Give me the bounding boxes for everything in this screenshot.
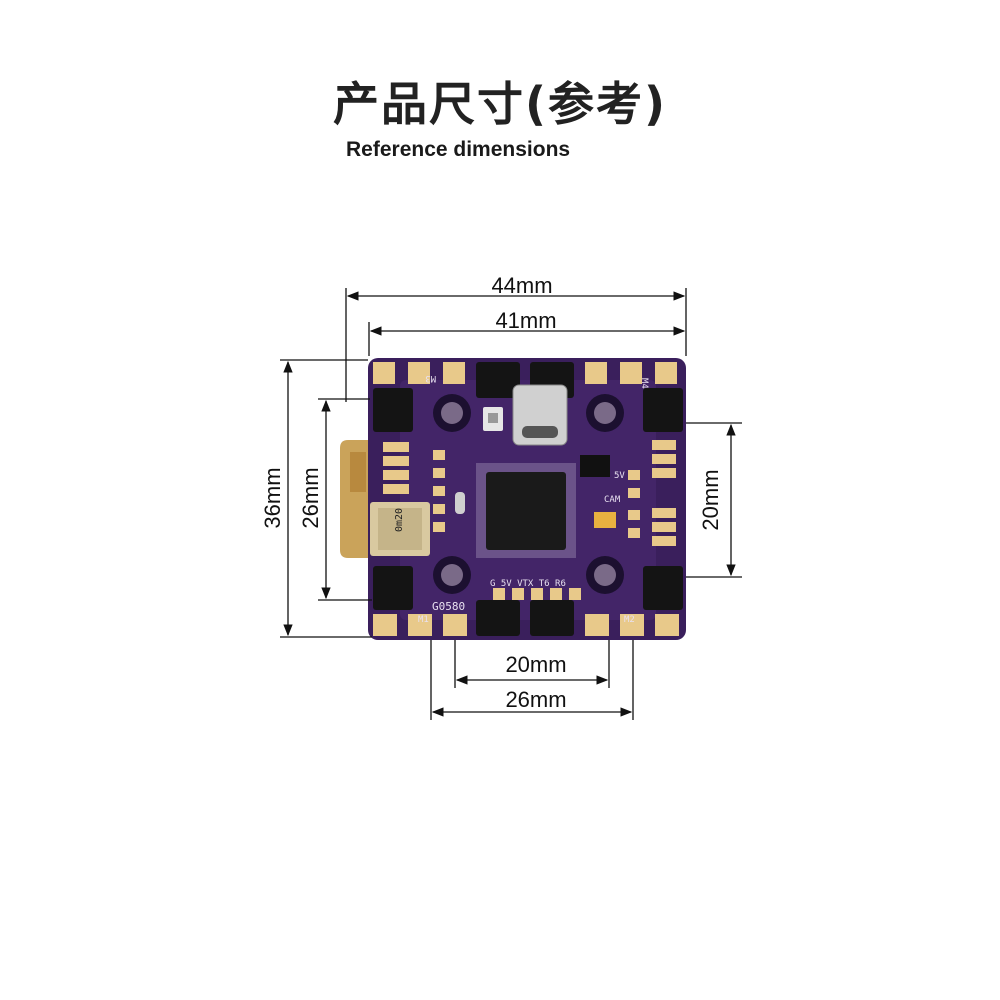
mosfet xyxy=(373,566,413,610)
pad xyxy=(628,528,640,538)
pad xyxy=(433,450,445,460)
pad xyxy=(433,522,445,532)
pad xyxy=(585,362,607,384)
pad xyxy=(443,614,467,636)
page-title: 产品尺寸(参考) xyxy=(332,77,668,131)
dim-label-36: 36mm xyxy=(260,467,285,528)
mount-hole-ring xyxy=(441,564,463,586)
pad xyxy=(383,470,409,480)
flight-controller-board: M3 M4 M1 M2 G0580 G 5V VTX T6 R6 5V CAM … xyxy=(340,358,686,640)
mosfet xyxy=(530,600,574,636)
mount-hole-ring xyxy=(441,402,463,424)
right-pad-column xyxy=(628,440,676,546)
dim-label-20-horizontal: 20mm xyxy=(505,652,566,677)
pad xyxy=(433,504,445,514)
pad xyxy=(433,486,445,496)
silk-5v: 5V xyxy=(614,471,625,481)
pad xyxy=(620,614,644,636)
dim-label-20-vertical: 20mm xyxy=(698,469,723,530)
silk-cam: CAM xyxy=(604,495,621,505)
mosfet xyxy=(476,600,520,636)
pad xyxy=(408,614,432,636)
silk-m2: M2 xyxy=(624,615,635,625)
regulator-chip xyxy=(580,455,610,477)
pad xyxy=(655,614,679,636)
pad xyxy=(443,362,465,384)
usb-c-connector xyxy=(512,384,568,446)
dim-label-41: 41mm xyxy=(495,308,556,333)
pad xyxy=(652,522,676,532)
left-pad-column xyxy=(383,442,445,532)
pad xyxy=(628,470,640,480)
mosfet xyxy=(476,362,520,398)
silk-model: G0580 xyxy=(432,600,465,613)
connector-label: 0m20 xyxy=(394,508,405,532)
dim-label-26-horizontal: 26mm xyxy=(505,687,566,712)
pad xyxy=(652,468,676,478)
pad xyxy=(433,468,445,478)
silk-bottom-pins: G 5V VTX T6 R6 xyxy=(490,579,566,589)
mounting-holes xyxy=(433,394,624,594)
pad xyxy=(655,362,677,384)
mount-hole-ring xyxy=(594,402,616,424)
dimension-lines xyxy=(280,288,742,720)
pad xyxy=(408,362,430,384)
boot-button-cap xyxy=(488,413,498,423)
mcu-chip xyxy=(476,463,576,558)
bottom-signal-pads xyxy=(493,588,581,600)
mount-hole-ring xyxy=(594,564,616,586)
pad xyxy=(628,510,640,520)
dim-label-26-vertical: 26mm xyxy=(298,467,323,528)
pad xyxy=(585,614,609,636)
pad xyxy=(383,484,409,494)
pad xyxy=(652,536,676,546)
mosfets xyxy=(373,362,683,636)
mosfet xyxy=(643,388,683,432)
pad xyxy=(652,454,676,464)
top-pads xyxy=(373,362,677,384)
silk-m3: M3 xyxy=(425,373,436,383)
pad xyxy=(620,362,642,384)
bottom-pads xyxy=(373,614,679,636)
silk-m4: M4 xyxy=(639,378,649,389)
pad xyxy=(628,488,640,498)
pad xyxy=(383,442,409,452)
pad xyxy=(652,440,676,450)
dim-label-44: 44mm xyxy=(491,273,552,298)
pad xyxy=(373,614,397,636)
mosfet xyxy=(643,566,683,610)
mosfet xyxy=(373,388,413,432)
battery-connector xyxy=(340,440,430,558)
crystal xyxy=(594,512,616,528)
oscillator xyxy=(455,492,465,514)
pad xyxy=(652,508,676,518)
pad xyxy=(383,456,409,466)
silk-m1: M1 xyxy=(418,615,429,625)
page-subtitle: Reference dimensions xyxy=(346,138,571,161)
pad xyxy=(373,362,395,384)
